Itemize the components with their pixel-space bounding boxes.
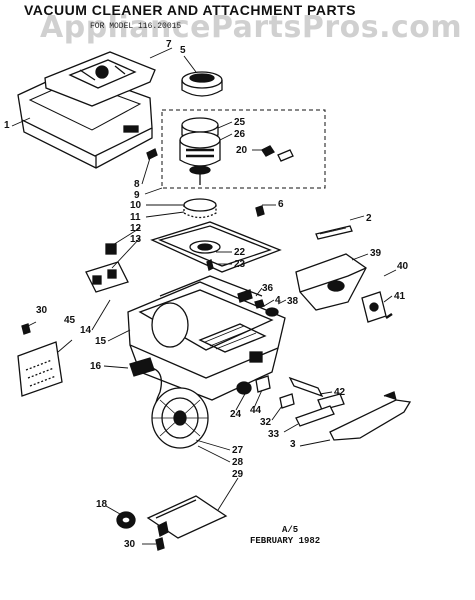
part-label-11: 11 bbox=[130, 212, 141, 223]
part-label-36: 36 bbox=[262, 283, 274, 294]
part-label-6: 6 bbox=[278, 199, 284, 210]
carbon-brush-part bbox=[261, 145, 294, 162]
switch-part bbox=[85, 243, 129, 293]
part-label-1: 1 bbox=[4, 120, 10, 131]
part-label-32: 32 bbox=[260, 417, 272, 428]
part-label-20: 20 bbox=[236, 145, 248, 156]
part-label-2: 2 bbox=[366, 213, 372, 224]
part-label-28: 28 bbox=[232, 457, 244, 468]
part-label-26: 26 bbox=[234, 129, 246, 140]
leader-lines bbox=[11, 47, 397, 545]
bracket-part bbox=[361, 291, 393, 323]
part-label-5: 5 bbox=[180, 45, 186, 56]
bottom-plate-part-29 bbox=[146, 495, 228, 539]
part-label-40: 40 bbox=[397, 261, 409, 272]
part-label-16: 16 bbox=[90, 361, 102, 372]
part-label-23: 23 bbox=[234, 259, 246, 270]
diagram-title: VACUUM CLEANER AND ATTACHMENT PARTS bbox=[24, 2, 356, 18]
motor-part bbox=[179, 117, 221, 185]
screw-part-23 bbox=[206, 259, 214, 271]
part-label-39: 39 bbox=[370, 248, 382, 259]
part-label-30-lower: 30 bbox=[124, 539, 136, 550]
footer-page: A/5 bbox=[282, 525, 299, 535]
part-label-25: 25 bbox=[234, 117, 246, 128]
cord-reel-part bbox=[151, 387, 209, 449]
part-label-27: 27 bbox=[232, 445, 244, 456]
strip-part-2 bbox=[315, 225, 353, 240]
screw-part-8 bbox=[146, 148, 158, 160]
part-label-4: 4 bbox=[275, 295, 281, 306]
part-label-15: 15 bbox=[95, 336, 107, 347]
screw-part-30b bbox=[155, 537, 165, 551]
part-label-7: 7 bbox=[166, 39, 172, 50]
main-body-housing bbox=[127, 275, 286, 401]
part-label-30-upper: 30 bbox=[36, 305, 48, 316]
filter-cover-part bbox=[44, 51, 156, 107]
bottom-plate-part-45 bbox=[17, 341, 63, 397]
part-label-33: 33 bbox=[268, 429, 280, 440]
part-label-8: 8 bbox=[134, 179, 140, 190]
part-label-10: 10 bbox=[130, 200, 142, 211]
model-code: FOR MODEL 116.20015 bbox=[90, 22, 182, 31]
part-label-12: 12 bbox=[130, 223, 142, 234]
part-label-14: 14 bbox=[80, 325, 92, 336]
motor-assembly-box bbox=[161, 109, 326, 189]
gasket-plate-part bbox=[150, 221, 282, 273]
part-label-3: 3 bbox=[290, 439, 296, 450]
part-label-18: 18 bbox=[96, 499, 108, 510]
part-label-38: 38 bbox=[287, 296, 299, 307]
fan-cap-part bbox=[181, 71, 223, 97]
caster-wheel-part bbox=[116, 511, 136, 529]
part-label-44: 44 bbox=[250, 405, 262, 416]
part-label-22: 22 bbox=[234, 247, 246, 258]
footer-date: FEBRUARY 1982 bbox=[250, 536, 321, 546]
attachment-holder-part bbox=[295, 253, 367, 311]
screw-part-6 bbox=[255, 205, 265, 217]
part-label-45: 45 bbox=[64, 315, 76, 326]
part-label-9: 9 bbox=[134, 190, 140, 201]
part-label-13: 13 bbox=[130, 234, 142, 245]
part-label-41: 41 bbox=[394, 291, 406, 302]
part-label-29: 29 bbox=[232, 469, 244, 480]
seal-ring-part bbox=[183, 198, 217, 219]
part-label-24: 24 bbox=[230, 409, 242, 420]
wheel-parts bbox=[236, 375, 324, 409]
part-label-42: 42 bbox=[334, 387, 346, 398]
rear-bumper-part bbox=[295, 391, 412, 441]
